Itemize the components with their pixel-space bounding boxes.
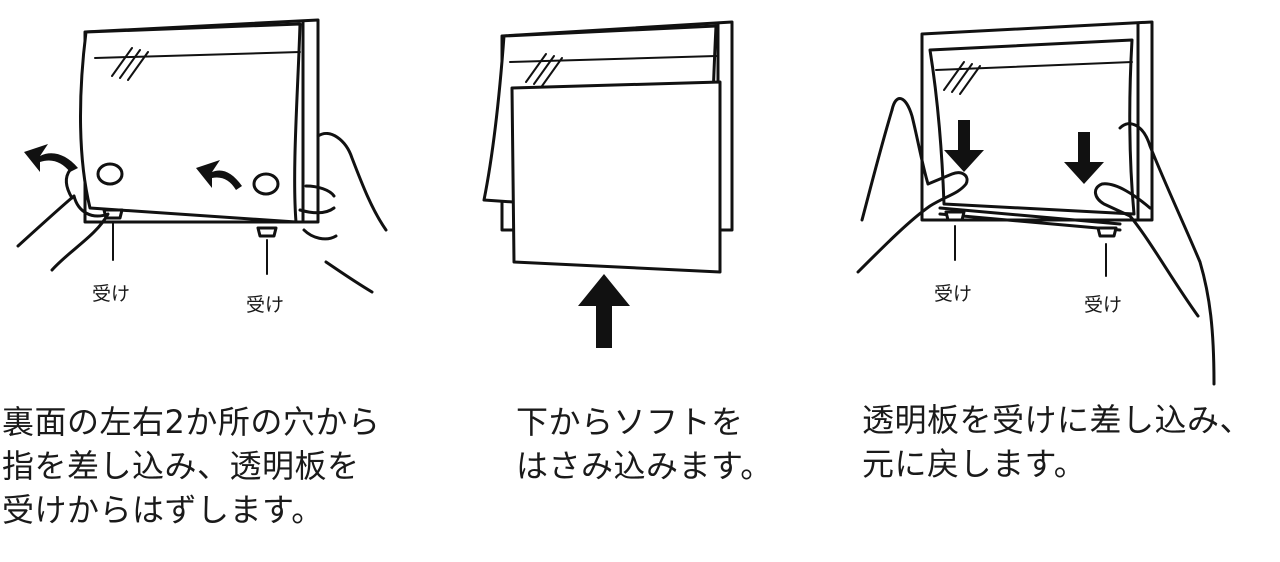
caption-line: 指を差し込み、透明板を — [2, 447, 360, 485]
receiver-label: 受け — [934, 283, 973, 305]
step1-caption: 裏面の左右2か所の穴から 指を差し込み、透明板を 受けからはずします。 — [2, 400, 380, 532]
receiver-label: 受け — [1084, 294, 1123, 316]
step1-illustration — [16, 18, 388, 294]
caption-line: 透明板を受けに差し込み、 — [862, 401, 1253, 439]
caption-line: 受けからはずします。 — [2, 491, 324, 529]
receiver-label: 受け — [246, 294, 285, 316]
caption-line: はさみ込みます。 — [516, 447, 773, 485]
step3-illustration — [856, 20, 1216, 386]
caption-line: 元に戻します。 — [862, 445, 1087, 483]
caption-line: 裏面の左右2か所の穴から — [2, 403, 381, 441]
caption-line: 下からソフトを — [516, 403, 744, 441]
step2-illustration — [482, 20, 734, 348]
step2-caption: 下からソフトを はさみ込みます。 — [516, 400, 773, 488]
step3-caption: 透明板を受けに差し込み、 元に戻します。 — [862, 398, 1252, 486]
receiver-label: 受け — [92, 283, 131, 305]
